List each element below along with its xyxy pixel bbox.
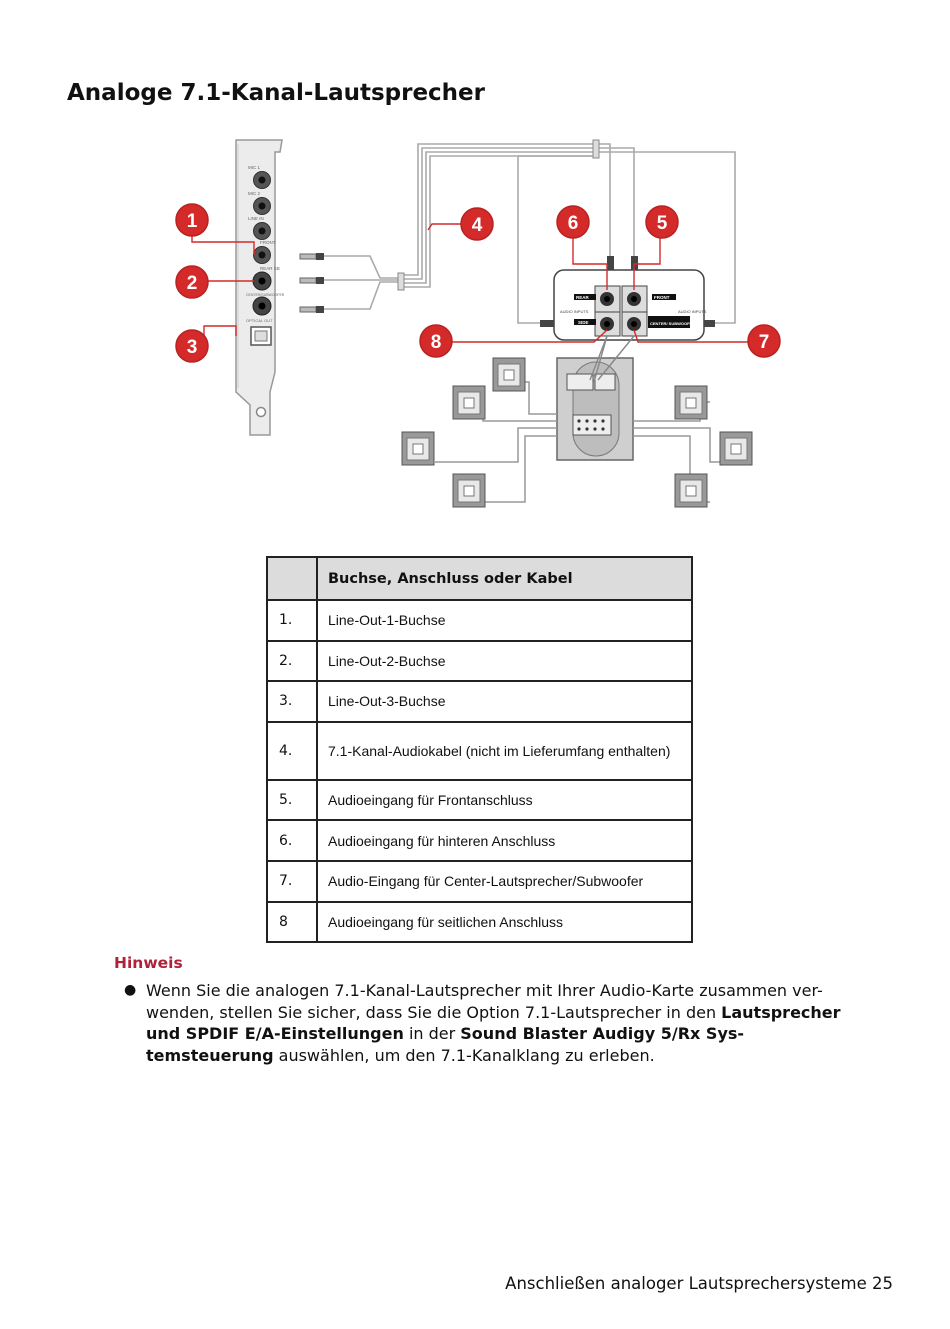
callout-4-label: 4 [472, 215, 483, 236]
panel-labels: REAR FRONT SIDE CENTER/ SUBWOOFER [576, 295, 695, 326]
panel-label-side: SIDE [578, 320, 589, 325]
row-text: 7.1-Kanal-Audiokabel (nicht im Lieferumf… [316, 720, 693, 781]
row-number: 4. [266, 720, 318, 781]
callout-1: 1 [175, 203, 209, 237]
callout-3-label: 3 [187, 337, 198, 358]
card-jacks [250, 171, 272, 346]
speaker-icon [452, 385, 486, 420]
note-heading: Hinweis [114, 954, 183, 972]
card-label-front: FRONT [260, 240, 276, 245]
callout-4: 4 [460, 207, 494, 241]
table-row: 7. Audio-Eingang für Center-Lautsprecher… [266, 859, 693, 903]
callout-7-label: 7 [759, 332, 770, 353]
table-row: 8 Audioeingang für seitlichen Anschluss [266, 900, 693, 944]
callout-leader-lines [191, 222, 750, 344]
row-number: 6. [266, 819, 318, 862]
callout-8-label: 8 [431, 332, 442, 353]
page-title: Analoge 7.1-Kanal-Lautsprecher [67, 80, 485, 106]
table-header-row: Buchse, Anschluss oder Kabel [266, 556, 693, 601]
speaker-icon [719, 431, 753, 466]
callout-1-label: 1 [187, 211, 198, 232]
callouts: 1 2 3 4 5 6 7 [175, 203, 781, 363]
callout-2-label: 2 [187, 273, 198, 294]
speaker-icon [452, 473, 486, 508]
table-row: 5. Audioeingang für Frontanschluss [266, 778, 693, 822]
screw-hole-icon [255, 406, 267, 418]
note-text-part: auswählen, um den 7.1-Kanalklang zu erle… [273, 1045, 655, 1065]
speaker-icon [401, 431, 435, 466]
table-row: 1. Line-Out-1-Buchse [266, 599, 693, 642]
row-text: Line-Out-3-Buchse [316, 680, 693, 723]
bullet-icon: ● [124, 982, 137, 998]
note-text-part: in der [403, 1024, 461, 1043]
card-label-center: CENTER/SUBWOOFER [246, 293, 285, 297]
row-text: Audioeingang für seitlichen Anschluss [316, 900, 693, 944]
callout-2: 2 [175, 265, 209, 299]
panel-label-audio-inputs-left: AUDIO INPUTS [560, 309, 589, 314]
row-number: 7. [266, 859, 318, 903]
card-label-rear: REAR SB [260, 266, 280, 271]
panel-label-center-subwoofer: CENTER/ SUBWOOFER [650, 321, 695, 326]
row-text: Line-Out-2-Buchse [316, 639, 693, 683]
note-text-part: Wenn Sie die analogen 7.1-Kanal-Lautspre… [146, 981, 823, 1022]
panel-label-rear: REAR [576, 295, 590, 300]
speaker-icon [492, 357, 526, 392]
row-number: 8 [266, 900, 318, 944]
table-row: 4. 7.1-Kanal-Audiokabel (nicht im Liefer… [266, 720, 693, 781]
speaker-icon [674, 385, 708, 420]
speaker-icon [674, 473, 708, 508]
note-bold-control-panel: Sound Blaster Audigy 5/Rx Sys- temsteuer… [146, 1024, 745, 1065]
table-row: 6. Audioeingang für hinteren Anschluss [266, 819, 693, 862]
row-number: 2. [266, 639, 318, 683]
callout-7: 7 [747, 324, 781, 358]
connection-diagram: MIC 1 MIC 2 LINE IN FRONT REAR SB CENTER… [170, 130, 810, 520]
page-footer: Anschließen analoger Lautsprechersysteme… [505, 1274, 893, 1293]
cable-bundle [324, 139, 736, 324]
panel-input-labels: AUDIO INPUTS AUDIO INPUTS [560, 309, 707, 314]
callout-8: 8 [419, 324, 453, 358]
callout-6-label: 6 [568, 213, 579, 234]
card-label-line-in: LINE IN [248, 216, 264, 221]
callout-6: 6 [556, 205, 590, 239]
audio-plugs [299, 253, 324, 313]
table-row: 3. Line-Out-3-Buchse [266, 680, 693, 723]
table-header-label: Buchse, Anschluss oder Kabel [316, 556, 693, 601]
card-label-optical: OPTICAL OUT [246, 318, 273, 323]
row-number: 3. [266, 680, 318, 723]
row-number: 5. [266, 778, 318, 822]
note-text: Wenn Sie die analogen 7.1-Kanal-Lautspre… [146, 980, 846, 1066]
legend-table: Buchse, Anschluss oder Kabel 1. Line-Out… [266, 556, 693, 944]
row-number: 1. [266, 599, 318, 642]
callout-5: 5 [645, 205, 679, 239]
connection-diagram-svg: MIC 1 MIC 2 LINE IN FRONT REAR SB CENTER… [175, 139, 781, 508]
note-bold-settings: Lautsprecher und SPDIF E/A-Einstellungen [146, 1002, 841, 1044]
panel-label-front: FRONT [654, 295, 670, 300]
table-row: 2. Line-Out-2-Buchse [266, 639, 693, 683]
speakers [401, 357, 753, 508]
card-jack-labels: MIC 1 MIC 2 LINE IN FRONT REAR SB CENTER… [246, 165, 285, 323]
panel-to-subwoofer-lines [589, 335, 635, 383]
subwoofer-unit [556, 357, 634, 461]
speaker-input-panel [553, 269, 705, 341]
row-text: Audio-Eingang für Center-Lautsprecher/Su… [316, 859, 693, 903]
row-text: Audioeingang für Frontanschluss [316, 778, 693, 822]
card-label-mic1: MIC 1 [248, 165, 260, 170]
card-label-mic2: MIC 2 [248, 191, 260, 196]
panel-label-audio-inputs-right: AUDIO INPUTS [678, 309, 707, 314]
table-header-number [266, 556, 318, 601]
callout-3: 3 [175, 329, 209, 363]
callout-5-label: 5 [657, 213, 668, 234]
row-text: Line-Out-1-Buchse [316, 599, 693, 642]
row-text: Audioeingang für hinteren Anschluss [316, 819, 693, 862]
